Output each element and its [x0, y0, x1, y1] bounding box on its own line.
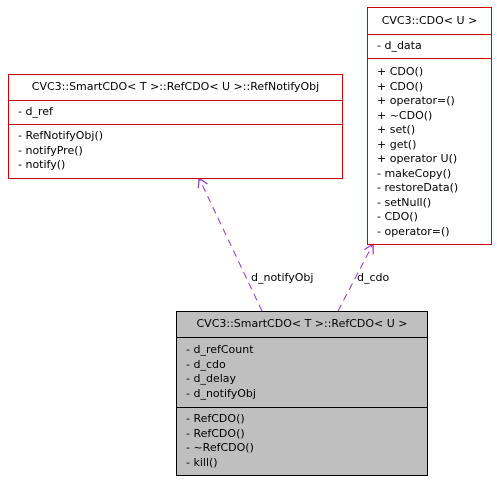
attributes-section: - d_ref: [9, 100, 342, 124]
class-name-section: CVC3::CDO< U >: [368, 8, 491, 34]
method: + CDO(): [377, 79, 424, 93]
attribute: - d_notifyObj: [186, 386, 256, 400]
attribute: - d_delay: [186, 372, 237, 385]
refnotifyobj-class-box[interactable]: CVC3::SmartCDO< T >::RefCDO< U >::RefNot…: [8, 74, 343, 179]
methods-section: - RefCDO() - RefCDO() - ~RefCDO() - kill…: [177, 407, 427, 473]
class-name: CVC3::SmartCDO< T >::RefCDO< U >::RefNot…: [31, 80, 320, 93]
class-name-section: CVC3::SmartCDO< T >::RefCDO< U >::RefNot…: [9, 75, 342, 100]
attribute: - d_ref: [18, 105, 53, 118]
method: + get(): [377, 137, 417, 151]
attributes-section: - d_data: [368, 34, 491, 58]
cdo-association-line: [337, 242, 374, 312]
method: - RefCDO(): [186, 412, 245, 425]
class-name-section: CVC3::SmartCDO< T >::RefCDO< U >: [177, 312, 427, 337]
notify-obj-edge-label: d_notifyObj: [251, 271, 313, 284]
refcdo-class-box[interactable]: CVC3::SmartCDO< T >::RefCDO< U > - d_ref…: [176, 311, 428, 476]
class-name: CVC3::CDO< U >: [381, 14, 478, 27]
method: - RefCDO(): [186, 426, 245, 440]
cdo-class-box[interactable]: CVC3::CDO< U > - d_data + CDO() + CDO() …: [367, 7, 492, 245]
method: - CDO(): [377, 210, 418, 223]
method: - kill(): [186, 455, 218, 469]
method: - operator=(): [377, 224, 450, 238]
class-name: CVC3::SmartCDO< T >::RefCDO< U >: [196, 317, 408, 330]
methods-section: + CDO() + CDO() + operator=() + ~CDO() +…: [368, 58, 491, 242]
method: + operator=(): [377, 94, 455, 107]
method: + set(): [377, 123, 416, 136]
method: - restoreData(): [377, 181, 459, 194]
attributes-section: - d_refCount - d_cdo - d_delay - d_notif…: [177, 337, 427, 407]
methods-section: - RefNotifyObj() - notifyPre() - notify(…: [9, 124, 342, 176]
method: - setNull(): [377, 195, 432, 209]
attribute: - d_cdo: [186, 357, 226, 371]
method: - makeCopy(): [377, 166, 452, 180]
method: - RefNotifyObj(): [18, 129, 104, 142]
method: + operator U(): [377, 152, 458, 165]
method: - notify(): [18, 158, 66, 171]
method: - notifyPre(): [18, 143, 83, 157]
attribute: - d_refCount: [186, 343, 254, 356]
method: - ~RefCDO(): [186, 441, 254, 454]
method: + ~CDO(): [377, 108, 433, 122]
notify-obj-association-line: [197, 176, 263, 312]
cdo-edge-label: d_cdo: [357, 271, 390, 284]
attribute: - d_data: [377, 39, 422, 52]
method: + CDO(): [377, 65, 424, 78]
